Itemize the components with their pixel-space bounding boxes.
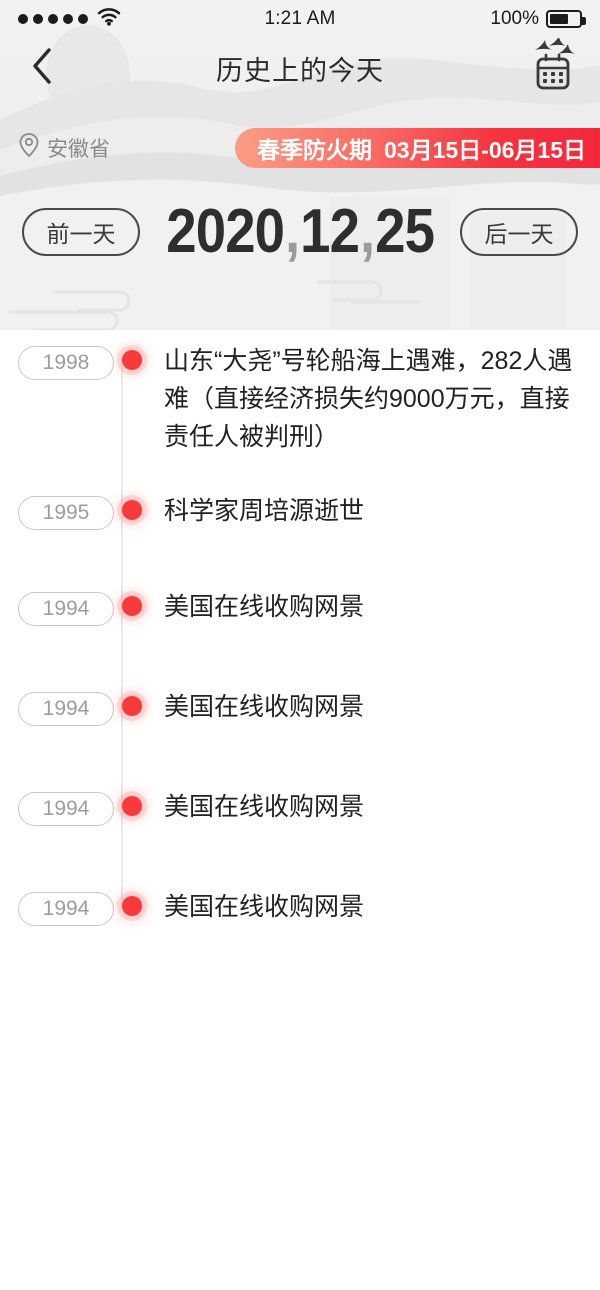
timeline-item[interactable]: 1994 美国在线收购网景 [0,592,600,648]
nav-bar: 历史上的今天 [0,35,600,98]
date-separator-1: , [284,197,300,266]
birds-icon [535,35,575,54]
status-bar-left [18,7,121,31]
timeline-year-badge: 1998 [18,346,114,380]
back-button[interactable] [20,46,64,90]
timeline-dot-wrap [114,346,150,370]
battery-percent-label: 100% [490,8,539,29]
timeline-dot-wrap [114,692,150,716]
timeline-event-text: 科学家周培源逝世 [164,497,365,525]
timeline-axis [121,358,123,906]
timeline-item[interactable]: 1998 山东“大尧”号轮船海上遇难，282人遇难（直接经济损失约9000万元，直… [0,346,600,456]
timeline-dot-wrap [114,792,150,816]
timeline-item[interactable]: 1994 美国在线收购网景 [0,692,600,748]
timeline-dot [122,596,142,616]
date-year: 2020 [166,197,285,266]
date-month: 12 [300,197,360,266]
timeline-year-badge: 1994 [18,592,114,626]
timeline-dot [122,896,142,916]
location-pin-icon [18,132,40,164]
status-bar-right: 100% [490,8,586,30]
mountain-decoration [0,25,600,330]
timeline-list: 1998 山东“大尧”号轮船海上遇难，282人遇难（直接经济损失约9000万元，直… [0,330,600,948]
timeline-year-badge: 1995 [18,496,114,530]
timeline-event-text: 美国在线收购网景 [164,693,365,721]
signal-strength-icon [18,14,88,24]
timeline-event-text: 美国在线收购网景 [164,893,365,921]
status-bar: 1:21 AM 100% [0,0,600,38]
fire-season-label: 春季防火期 [257,137,372,163]
location-banner-row: 安徽省 春季防火期 03月15日-06月15日 [0,122,600,174]
location-label: 安徽省 [47,138,110,161]
timeline-event-text: 美国在线收购网景 [164,593,365,621]
timeline-event-text: 美国在线收购网景 [164,793,365,821]
fire-season-banner: 春季防火期 03月15日-06月15日 [235,128,600,168]
timeline-dot [122,796,142,816]
calendar-icon [531,35,577,99]
current-date: 2020 , 12 , 25 [166,196,435,267]
timeline-item[interactable]: 1995 科学家周培源逝世 [0,496,600,552]
timeline-year-badge: 1994 [18,792,114,826]
page-title: 历史上的今天 [216,55,384,86]
chevron-left-icon [29,46,55,91]
page-header: 历史上的今天 [0,0,600,330]
timeline-dot-wrap [114,892,150,916]
timeline-year-badge: 1994 [18,692,114,726]
wifi-icon [97,7,121,31]
timeline-dot-wrap [114,496,150,520]
timeline-items-container: 1998 山东“大尧”号轮船海上遇难，282人遇难（直接经济损失约9000万元，直… [0,346,600,948]
previous-day-button[interactable]: 前一天 [22,207,140,256]
date-day: 25 [374,197,435,266]
battery-icon [546,10,586,28]
location-selector[interactable]: 安徽省 [0,132,110,164]
timeline-dot [122,696,142,716]
fire-season-date-range: 03月15日-06月15日 [384,137,586,163]
timeline-dot-wrap [114,592,150,616]
timeline-dot [122,350,142,370]
calendar-button[interactable] [528,35,580,94]
timeline-dot [122,500,142,520]
next-day-button[interactable]: 后一天 [460,207,578,256]
timeline-event-text: 山东“大尧”号轮船海上遇难，282人遇难（直接经济损失约9000万元，直接责任人… [164,347,573,451]
date-navigation: 前一天 2020 , 12 , 25 后一天 [0,196,600,267]
timeline-item[interactable]: 1994 美国在线收购网景 [0,892,600,948]
timeline-year-badge: 1994 [18,892,114,926]
timeline-item[interactable]: 1994 美国在线收购网景 [0,792,600,848]
date-separator-2: , [359,197,375,266]
